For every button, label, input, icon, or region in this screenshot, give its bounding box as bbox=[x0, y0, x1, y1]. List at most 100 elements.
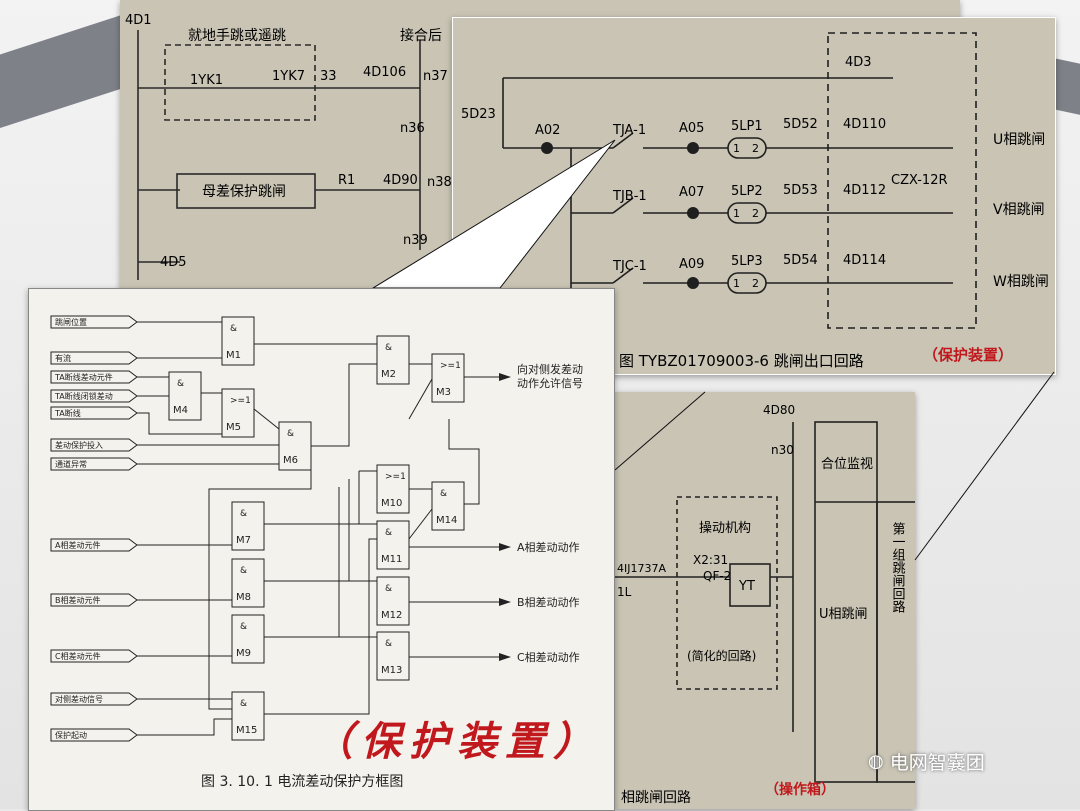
gate-operator: & bbox=[230, 324, 237, 334]
op-label: 1L bbox=[617, 585, 632, 599]
logic-gate bbox=[376, 520, 410, 570]
scan-label: 4D1 bbox=[125, 13, 152, 28]
input-tag bbox=[50, 315, 138, 329]
tc-label: W相跳闸 bbox=[993, 274, 1049, 290]
watermark: ◍ 电网智囊团 bbox=[868, 746, 985, 776]
gate-operator: & bbox=[385, 528, 392, 538]
output-label: A相差动动作 bbox=[517, 540, 580, 554]
tc-label: 4D110 bbox=[843, 117, 886, 132]
signal-wire bbox=[253, 408, 280, 430]
logic-diagram: 跳闸位置有流TA断线差动元件TA断线闭锁差动TA断线差动保护投入通道异常A相差动… bbox=[50, 315, 583, 742]
scan-label: 4D106 bbox=[363, 65, 406, 80]
input-tag bbox=[50, 370, 138, 384]
input-label: B相差动元件 bbox=[55, 595, 101, 605]
gate-id: M8 bbox=[236, 592, 251, 603]
gate-id: M10 bbox=[381, 498, 402, 509]
op-label: 4D80 bbox=[763, 403, 795, 417]
logic-gate bbox=[376, 631, 410, 681]
signal-wire bbox=[408, 378, 433, 420]
input-tag bbox=[50, 351, 138, 365]
input-label: A相差动元件 bbox=[55, 540, 100, 550]
tc-label: 4D3 bbox=[845, 55, 872, 70]
gate-id: M14 bbox=[436, 515, 457, 526]
tc-label: 4D112 bbox=[843, 183, 886, 198]
tc-label: TJC-1 bbox=[612, 259, 647, 274]
input-tag bbox=[50, 389, 138, 403]
input-tag bbox=[50, 593, 138, 607]
tc-label: TJB-1 bbox=[612, 189, 647, 204]
logic-diagram-caption: 图 3. 10. 1 电流差动保护方框图 bbox=[201, 774, 404, 790]
gate-operator: & bbox=[385, 584, 392, 594]
signal-wire bbox=[408, 508, 433, 540]
tc-label: 5LP2 bbox=[731, 184, 763, 199]
signal-wire bbox=[137, 718, 232, 736]
arrowhead bbox=[499, 373, 511, 381]
input-label: C相差动元件 bbox=[55, 651, 101, 661]
input-tag bbox=[50, 728, 138, 742]
scan-label: n36 bbox=[400, 121, 425, 136]
tc-label: 5D53 bbox=[783, 183, 818, 198]
arrowhead bbox=[499, 598, 511, 606]
signal-wire bbox=[448, 419, 480, 505]
gate-id: M9 bbox=[236, 648, 251, 659]
op-label: 相跳闸回路 bbox=[621, 790, 691, 806]
input-label: TA断线差动元件 bbox=[54, 372, 113, 382]
gate-id: M2 bbox=[381, 369, 396, 380]
operating-box-tag: （操作箱） bbox=[765, 781, 835, 798]
input-label: 跳闸位置 bbox=[55, 317, 87, 327]
input-label: 保护起动 bbox=[55, 730, 87, 740]
input-tag bbox=[50, 438, 138, 452]
output-label: B相差动动作 bbox=[517, 595, 580, 609]
logic-gate bbox=[231, 558, 265, 608]
output-label: 动作允许信号 bbox=[517, 376, 583, 390]
tc-label: CZX-12R bbox=[891, 173, 948, 188]
gate-id: M12 bbox=[381, 610, 402, 621]
gate-operator: & bbox=[287, 429, 294, 439]
signal-wire bbox=[208, 446, 312, 710]
gate-operator: >=1 bbox=[230, 396, 251, 406]
operating-box-panel: 4D80 n30 合位监视 操动机构 X2:31 QF-2 YT 4IJ1737… bbox=[615, 392, 915, 809]
scan-label: 母差保护跳闸 bbox=[202, 184, 286, 200]
tc-label: V相跳闸 bbox=[993, 202, 1045, 218]
gate-operator: & bbox=[240, 566, 247, 576]
output-label: C相差动动作 bbox=[517, 650, 580, 664]
trip-circuit-caption: 图 TYBZ01709003-6 跳闸出口回路 bbox=[619, 352, 864, 370]
tc-label: 2 bbox=[752, 207, 759, 220]
scan-label: R1 bbox=[338, 173, 355, 188]
tc-label: A05 bbox=[679, 121, 704, 136]
signal-wire bbox=[137, 412, 223, 435]
logic-diagram-tag: （保护装置） bbox=[313, 718, 601, 765]
gate-id: M11 bbox=[381, 554, 402, 565]
tc-label: A09 bbox=[679, 257, 704, 272]
input-tag bbox=[50, 406, 138, 420]
gate-id: M6 bbox=[283, 455, 298, 466]
scan-label: n37 bbox=[423, 69, 448, 84]
logic-gate bbox=[231, 691, 265, 741]
logic-gate bbox=[376, 576, 410, 626]
scan-label: 1YK1 bbox=[190, 73, 223, 88]
op-label: X2:31 bbox=[693, 553, 728, 567]
input-tag bbox=[50, 692, 138, 706]
gate-operator: >=1 bbox=[385, 472, 406, 482]
logic-gate bbox=[431, 353, 465, 403]
gate-id: M5 bbox=[226, 422, 241, 433]
op-label: 合位监视 bbox=[821, 457, 873, 472]
op-label: 4IJ1737A bbox=[617, 562, 666, 575]
gate-id: M1 bbox=[226, 350, 241, 361]
output-label: 向对侧发差动 bbox=[517, 362, 583, 376]
tc-label: 5LP3 bbox=[731, 254, 763, 269]
watermark-text: 电网智囊团 bbox=[889, 751, 985, 774]
logic-gate bbox=[376, 464, 410, 514]
tc-label: 1 bbox=[733, 142, 740, 155]
top-left-scan-drawing: 4D1 就地手跳或遥跳 1YK1 1YK7 33 4D106 接合后 n37 n… bbox=[125, 13, 452, 280]
op-label: (简化的回路) bbox=[687, 648, 756, 663]
tc-label: 5D23 bbox=[461, 107, 496, 122]
gate-id: M15 bbox=[236, 725, 257, 736]
gate-operator: & bbox=[240, 509, 247, 519]
logic-gate bbox=[231, 614, 265, 664]
signal-wire bbox=[264, 538, 377, 715]
input-label: TA断线闭锁差动 bbox=[54, 391, 113, 401]
input-label: TA断线 bbox=[54, 408, 81, 418]
op-label: U相跳闸 bbox=[819, 607, 868, 622]
gate-id: M7 bbox=[236, 535, 251, 546]
